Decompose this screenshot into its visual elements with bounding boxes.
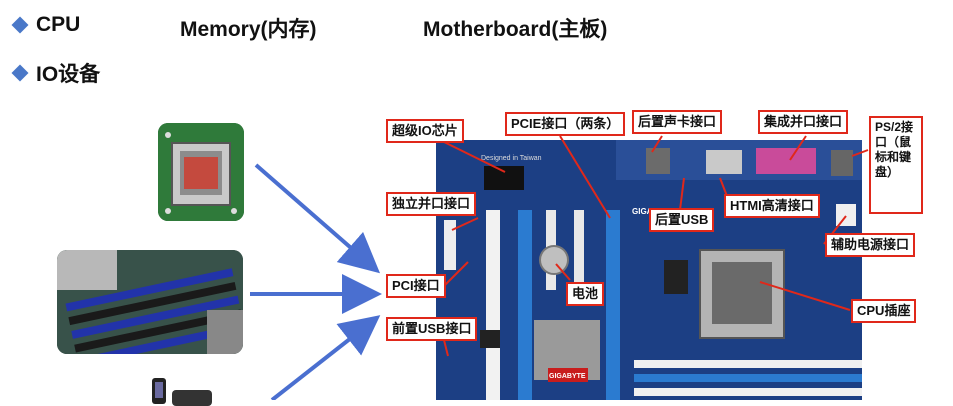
bullet-cpu: CPU — [10, 13, 80, 37]
board-designed-text: Designed in Taiwan — [481, 155, 542, 162]
label-cpu-socket: CPU插座 — [851, 299, 917, 324]
label-htmi: HTMI高清接口 — [724, 194, 820, 219]
motherboard-image: Designed in Taiwan GIGABYTE GIGABYTE — [436, 140, 862, 400]
memory-photo-graphic — [57, 250, 243, 354]
label-aux-power: 辅助电源接口 — [825, 233, 916, 258]
motherboard-graphic: Designed in Taiwan GIGABYTE GIGABYTE — [436, 140, 862, 400]
label-rear-usb: 后置USB — [649, 208, 715, 233]
label-rear-audio: 后置声卡接口 — [632, 110, 723, 135]
bullet-io-text: IO设备 — [36, 63, 101, 86]
chipset-brand-text: GIGABYTE — [549, 373, 586, 380]
label-pcie: PCIE接口（两条） — [505, 112, 626, 137]
memory-photo — [57, 250, 243, 354]
label-pci: PCI接口 — [386, 274, 446, 299]
header-memory: Memory(内存) — [180, 18, 317, 41]
label-independent-parallel: 独立并口接口 — [386, 192, 477, 217]
label-front-usb: 前置USB接口 — [386, 317, 478, 342]
label-battery: 电池 — [566, 282, 605, 307]
cpu-arrow — [254, 163, 381, 274]
cpu-photo-graphic — [158, 123, 244, 221]
label-ps2: PS/2接口（鼠标和键盘） — [869, 116, 923, 214]
leader-lines — [439, 135, 869, 357]
bullet-cpu-text: CPU — [36, 13, 81, 36]
cpu-photo — [158, 123, 244, 221]
header-motherboard: Motherboard(主板) — [423, 18, 608, 41]
label-super-io: 超级IO芯片 — [386, 119, 464, 144]
bullet-io: IO设备 — [10, 58, 100, 88]
io-arrow — [270, 315, 381, 400]
label-parallel: 集成并口接口 — [758, 110, 849, 135]
